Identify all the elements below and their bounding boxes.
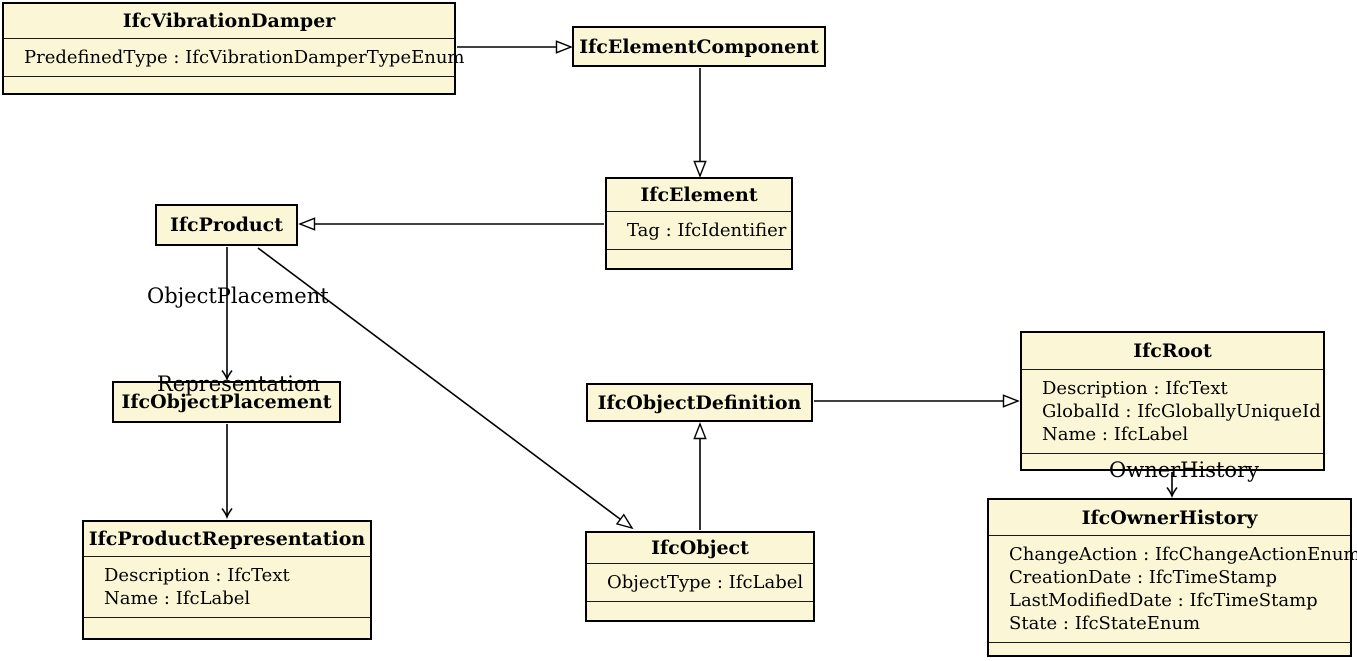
class-attribute: Name : IfcLabel bbox=[104, 588, 251, 609]
edge-label-representation: Representation bbox=[157, 372, 321, 396]
class-attributes: Description : IfcText Name : IfcLabel bbox=[84, 557, 370, 618]
class-ifcelement: IfcElement Tag : IfcIdentifier bbox=[605, 177, 793, 270]
class-operations-compartment bbox=[607, 250, 791, 268]
class-operations-compartment bbox=[989, 643, 1350, 655]
class-operations-compartment bbox=[587, 602, 813, 620]
class-attribute: Name : IfcLabel bbox=[1042, 424, 1189, 445]
class-title: IfcProductRepresentation bbox=[84, 522, 370, 557]
class-attribute: PredefinedType : IfcVibrationDamperTypeE… bbox=[24, 47, 465, 68]
class-attribute: LastModifiedDate : IfcTimeStamp bbox=[1009, 590, 1318, 611]
class-ifcelementcomponent: IfcElementComponent bbox=[572, 26, 826, 67]
class-ifcvibrationdamper: IfcVibrationDamper PredefinedType : IfcV… bbox=[2, 2, 465, 95]
class-attribute: State : IfcStateEnum bbox=[1009, 613, 1201, 634]
class-ifcroot: IfcRoot Description : IfcText GlobalId :… bbox=[1020, 331, 1325, 471]
class-title: IfcOwnerHistory bbox=[989, 500, 1350, 536]
class-attribute: Description : IfcText bbox=[104, 565, 290, 586]
class-title: IfcVibrationDamper bbox=[4, 4, 454, 39]
class-attributes: Description : IfcText GlobalId : IfcGlob… bbox=[1022, 370, 1323, 454]
class-ifcobject: IfcObject ObjectType : IfcLabel bbox=[585, 531, 815, 622]
class-title: IfcElement bbox=[607, 179, 791, 212]
class-attributes: ObjectType : IfcLabel bbox=[587, 564, 813, 602]
class-attribute: ChangeAction : IfcChangeActionEnum bbox=[1009, 544, 1357, 565]
class-ifcproductrepresentation: IfcProductRepresentation Description : I… bbox=[82, 520, 372, 640]
class-attribute: GlobalId : IfcGloballyUniqueId bbox=[1042, 401, 1321, 422]
edge-label-objectplacement: ObjectPlacement bbox=[147, 284, 329, 308]
class-title: IfcObjectDefinition bbox=[597, 391, 802, 414]
class-operations-compartment bbox=[4, 77, 454, 93]
class-title: IfcRoot bbox=[1022, 333, 1323, 370]
class-ifcobjectdefinition: IfcObjectDefinition bbox=[586, 383, 813, 422]
class-title: IfcProduct bbox=[169, 214, 284, 236]
class-attribute: CreationDate : IfcTimeStamp bbox=[1009, 567, 1277, 588]
class-attributes: ChangeAction : IfcChangeActionEnum Creat… bbox=[989, 536, 1357, 643]
class-attributes: Tag : IfcIdentifier bbox=[607, 212, 791, 250]
class-operations-compartment bbox=[84, 618, 370, 638]
class-title: IfcObject bbox=[587, 533, 813, 564]
class-title: IfcElementComponent bbox=[579, 35, 819, 58]
class-ifcownerhistory: IfcOwnerHistory ChangeAction : IfcChange… bbox=[987, 498, 1357, 657]
class-ifcproduct: IfcProduct bbox=[155, 204, 298, 246]
edge-label-ownerhistory: OwnerHistory bbox=[1109, 458, 1259, 482]
class-attribute: Tag : IfcIdentifier bbox=[627, 220, 787, 241]
class-attributes: PredefinedType : IfcVibrationDamperTypeE… bbox=[4, 39, 465, 77]
class-attribute: ObjectType : IfcLabel bbox=[607, 572, 804, 593]
class-attribute: Description : IfcText bbox=[1042, 378, 1228, 399]
